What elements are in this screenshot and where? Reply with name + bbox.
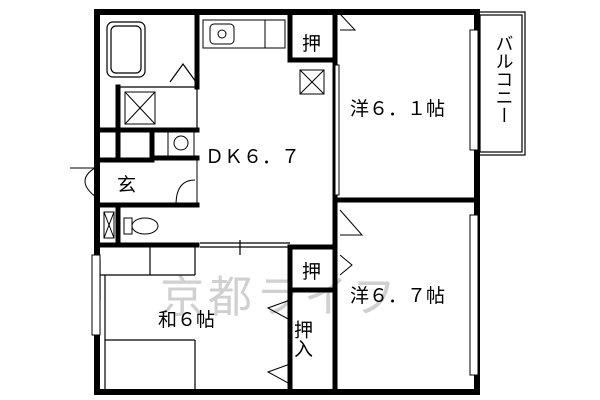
japanese-room-label: 和６帖 <box>158 309 215 331</box>
kitchen-counter-icon <box>202 19 286 49</box>
closet-top-label: 押 <box>302 33 321 55</box>
fridge-space-icon <box>299 69 325 95</box>
toilet-icon <box>103 211 159 239</box>
balcony-label: バルコニー <box>493 34 514 124</box>
western-room-2-label: 洋６．７帖 <box>350 285 445 307</box>
door-swings <box>175 13 364 385</box>
bathtub-icon <box>106 21 197 83</box>
closet-middle-label: 押 <box>302 261 321 283</box>
washing-machine-icon <box>124 91 156 125</box>
washbasin-icon <box>167 129 195 157</box>
western-room-1-label: 洋６．１帖 <box>350 98 445 120</box>
watermark: 京都ライフ <box>160 272 400 323</box>
interior-walls <box>97 11 478 393</box>
closet-lower-label: 押入 <box>291 320 313 358</box>
dk-room-label: ＤＫ６．７ <box>205 146 300 168</box>
entrance-label: 玄 <box>117 174 136 196</box>
windows <box>91 29 479 376</box>
entrance-door-icon <box>70 164 101 201</box>
